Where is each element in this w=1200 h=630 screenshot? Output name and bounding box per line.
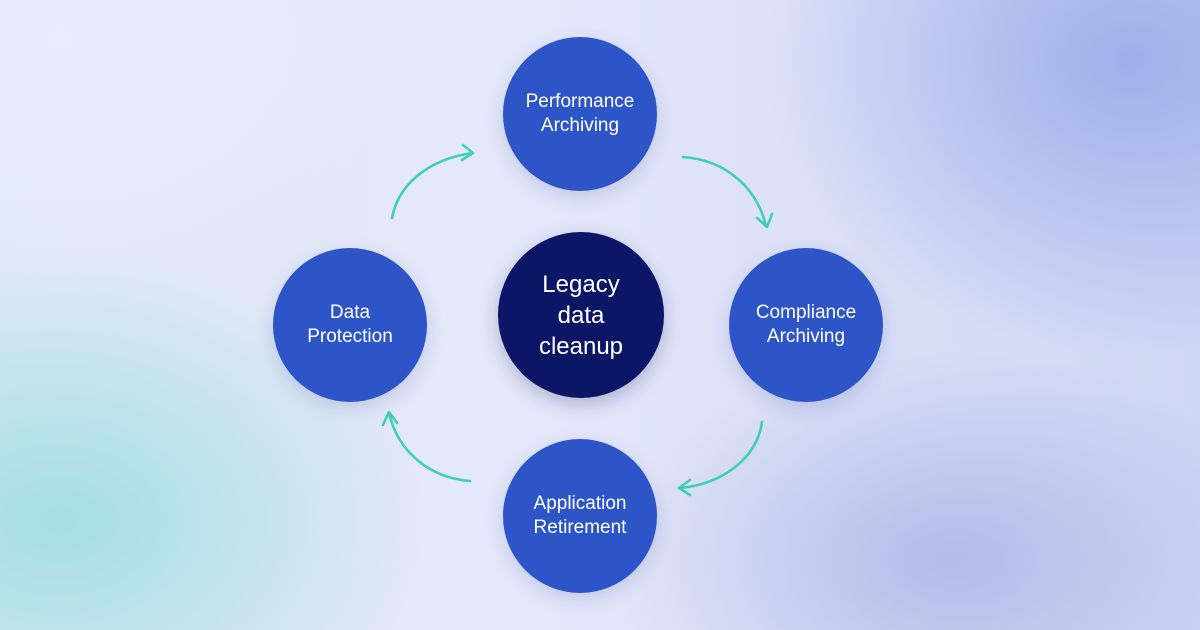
node-data-protection: Data Protection (273, 248, 427, 402)
center-node-label: Legacy data cleanup (538, 270, 624, 360)
node-compliance-archiving: Compliance Archiving (729, 248, 883, 402)
arrow-left-to-top (390, 151, 474, 220)
node-performance-archiving: Performance Archiving (503, 37, 657, 191)
node-label: Performance Archiving (525, 91, 635, 136)
arrowhead-left-to-top (460, 143, 475, 162)
node-label: Application Retirement (533, 493, 627, 538)
arrowhead-top-to-right (755, 212, 774, 229)
node-label: Compliance Archiving (755, 302, 857, 347)
arrow-top-to-right (681, 155, 768, 228)
arrowhead-right-to-bottom (677, 478, 692, 497)
arrow-bottom-to-left (387, 411, 472, 483)
arrow-right-to-bottom (678, 420, 764, 490)
node-label: Data Protection (307, 302, 393, 347)
center-node-legacy-data-cleanup: Legacy data cleanup (498, 232, 664, 398)
arrowhead-bottom-to-left (381, 410, 399, 427)
node-application-retirement: Application Retirement (503, 439, 657, 593)
